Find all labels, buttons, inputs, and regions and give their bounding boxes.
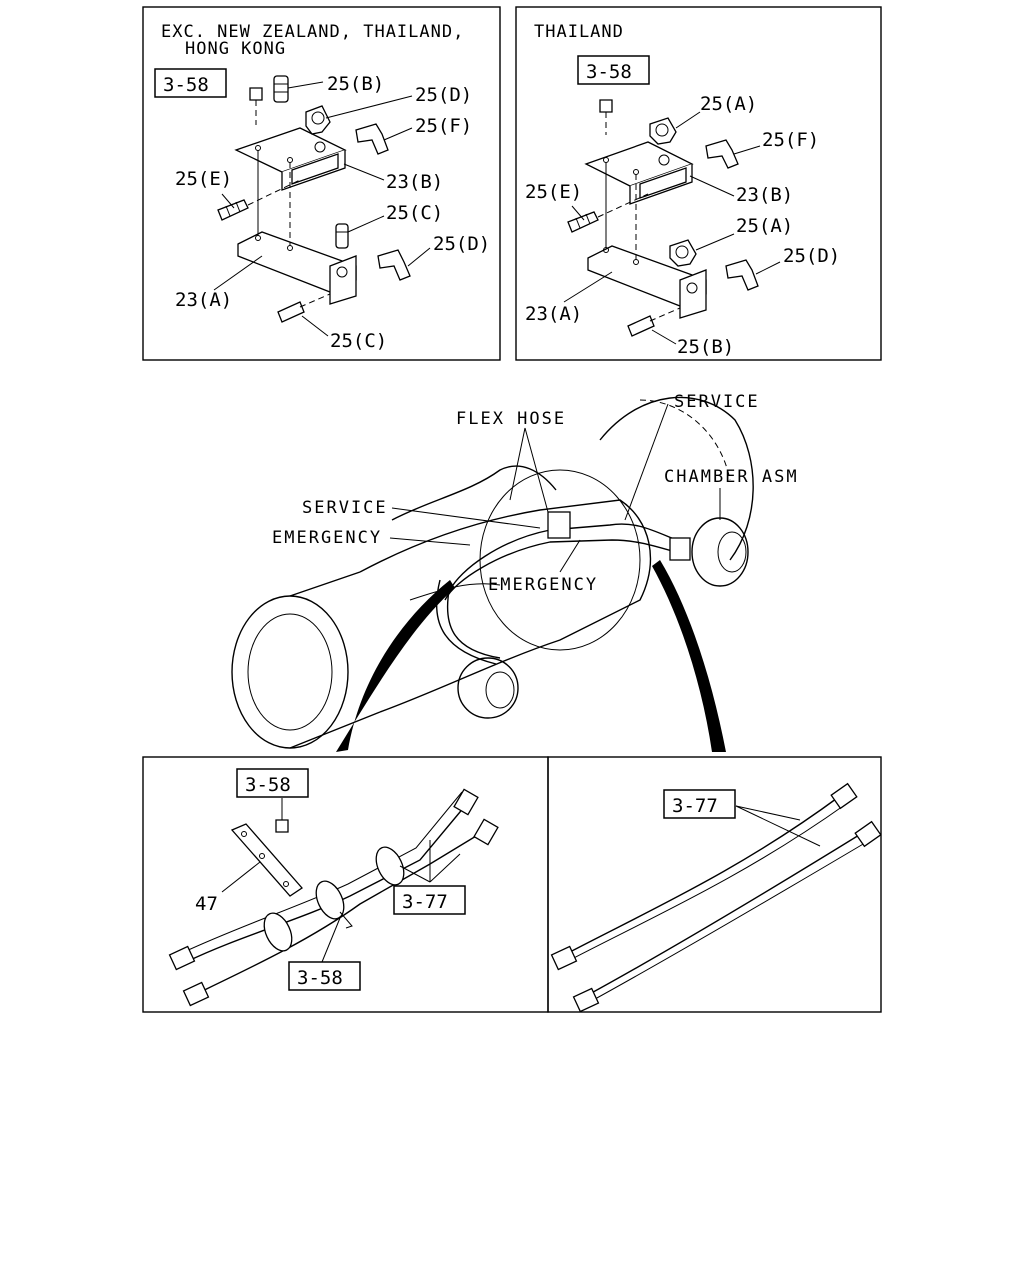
elbow-25f-icon <box>355 123 389 155</box>
pointer-left <box>336 580 455 752</box>
panel-header-line1: EXC. NEW ZEALAND, THAILAND, <box>161 22 464 42</box>
hose-end-fitting <box>453 788 479 816</box>
label-chamber-asm: CHAMBER ASM <box>664 467 799 487</box>
callout-25c-low: 25(C) <box>330 330 387 352</box>
bolt-icon <box>249 87 263 125</box>
emergency-hose <box>444 539 691 601</box>
fitting-25c-mid-icon <box>335 223 349 249</box>
ref-box-3-58 <box>154 68 227 98</box>
connector-right <box>669 537 691 561</box>
fitting-25e-icon <box>567 211 599 233</box>
callout-25f: 25(F) <box>415 115 472 137</box>
brake-chamber-right <box>691 517 749 587</box>
elbow-25d-icon <box>725 259 759 291</box>
panel-frame <box>142 6 501 361</box>
callout-25b: 25(B) <box>327 73 384 95</box>
hose-end-fitting <box>854 820 882 848</box>
callout-25b: 25(B) <box>677 336 734 358</box>
label-emergency-center: EMERGENCY <box>488 575 598 595</box>
panel-frame <box>515 6 882 361</box>
ref-box-3-58-low <box>288 961 361 991</box>
hose-bundle <box>168 788 499 1007</box>
callout-25d-low: 25(D) <box>433 233 490 255</box>
elbow-25f-icon <box>705 139 739 169</box>
label-emergency-left: EMERGENCY <box>272 528 382 548</box>
label-service-left: SERVICE <box>302 498 388 518</box>
junction-block <box>547 511 571 539</box>
ref-box-3-77 <box>663 789 736 819</box>
ref-box-label: 3-58 <box>245 774 291 796</box>
callout-23a: 23(A) <box>525 303 582 325</box>
callout-25a-mid: 25(A) <box>736 215 793 237</box>
fitting-25b-icon <box>627 307 681 337</box>
axle-assembly-drawing: FLEX HOSE SERVICE CHAMBER ASM SERVICE EM… <box>231 392 799 752</box>
fitting-25e-icon <box>217 199 249 221</box>
callout-25a-top: 25(A) <box>700 93 757 115</box>
brake-chamber-left <box>457 657 519 719</box>
axle-housing <box>359 499 652 713</box>
label-flex-hose: FLEX HOSE <box>456 409 566 429</box>
panel-header-line2: HONG KONG <box>185 39 286 59</box>
elbow-25a-mid-icon <box>669 239 697 267</box>
panel-bottom-left: 3-58 47 3-77 <box>142 756 549 1013</box>
ref-box-label: 3-58 <box>163 74 209 96</box>
callout-23b: 23(B) <box>736 184 793 206</box>
callout-25e: 25(E) <box>175 168 232 190</box>
ref-box-label: 3-77 <box>402 891 448 913</box>
callout-25d-top: 25(D) <box>415 84 472 106</box>
callout-25c-mid: 25(C) <box>386 202 443 224</box>
callout-47: 47 <box>195 893 218 915</box>
elbow-25d-icon <box>305 105 331 135</box>
callout-23b: 23(B) <box>386 171 443 193</box>
callout-25f: 25(F) <box>762 129 819 151</box>
bolt-icon <box>275 798 289 833</box>
ref-box-label: 3-58 <box>586 61 632 83</box>
hose-end-fitting <box>830 782 858 810</box>
bracket-47 <box>230 823 303 897</box>
panel-header: THAILAND <box>534 22 624 42</box>
hose-end-fitting <box>572 987 600 1013</box>
block-23a <box>237 150 357 305</box>
label-service-right: SERVICE <box>674 392 760 412</box>
hose-end-fitting <box>550 945 578 971</box>
hose-end-fitting <box>182 981 210 1007</box>
elbow-25a-top-icon <box>649 117 677 145</box>
ref-box-3-77 <box>393 885 466 915</box>
differential-housing <box>479 469 641 651</box>
panel-frame <box>547 756 882 1013</box>
panel-thailand: THAILAND 3-58 <box>515 6 882 361</box>
callout-23a: 23(A) <box>175 289 232 311</box>
hose-pair <box>550 782 882 1013</box>
fitting-25b-icon <box>273 75 289 103</box>
callout-25e: 25(E) <box>525 181 582 203</box>
block-23a <box>587 162 707 319</box>
panel-bottom-right: 3-77 <box>547 756 882 1013</box>
pointer-right <box>652 560 726 752</box>
ref-box-label: 3-77 <box>672 795 718 817</box>
block-23b <box>584 141 694 205</box>
ref-box-3-58-top <box>236 768 309 798</box>
ref-box-3-58 <box>577 55 650 85</box>
ref-box-label: 3-58 <box>297 967 343 989</box>
hose-end-fitting <box>473 818 499 846</box>
block-23b <box>234 127 347 191</box>
bolt-icon <box>599 99 613 135</box>
fitting-25c-low-icon <box>277 293 331 323</box>
hose-end-fitting <box>168 945 196 971</box>
callout-25d: 25(D) <box>783 245 840 267</box>
brake-drum-left <box>231 595 349 749</box>
elbow-25d-low-icon <box>377 249 411 281</box>
panel-exc-nz-thailand-hk: EXC. NEW ZEALAND, THAILAND, HONG KONG 3-… <box>142 6 501 361</box>
